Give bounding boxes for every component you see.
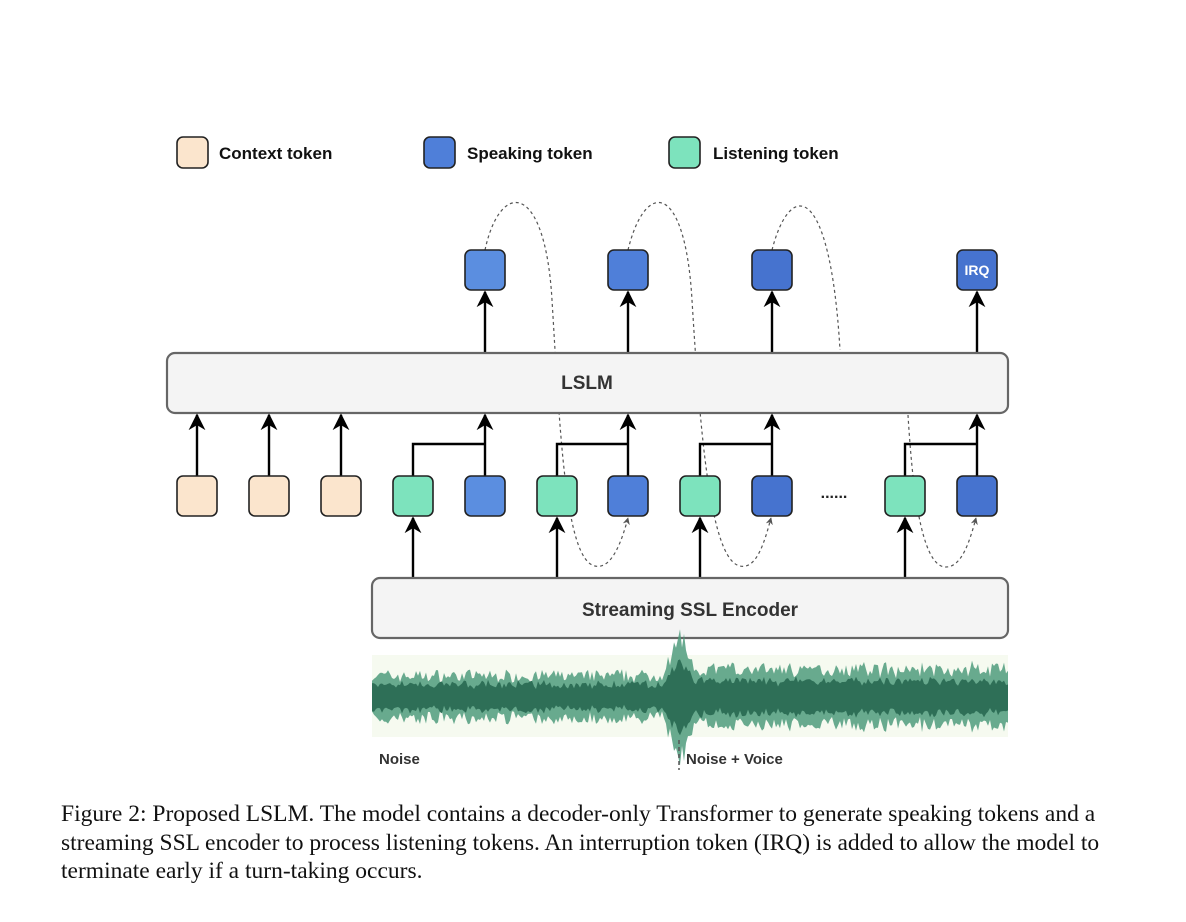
output-irq-token [956,249,998,291]
feedback-curve-2 [627,201,773,567]
irq-label: IRQ [965,262,990,278]
context-token-1 [176,475,218,517]
ellipsis: ...... [821,485,848,502]
lslm-box [165,351,1010,415]
legend-speaking-label: Speaking token [467,144,593,163]
merge-connector-2 [555,442,628,476]
input-tokens: ...... [176,475,998,517]
lslm-block: LSLM [165,351,1010,415]
encoder-arrows [404,516,914,578]
context-token-3 [320,475,362,517]
legend-context-label: Context token [219,144,332,163]
noise-voice-label: Noise + Voice [686,751,783,768]
output-speaking-token-2 [607,249,649,291]
legend-listening-swatch [668,136,701,169]
speaking-token-2 [607,475,649,517]
lslm-diagram: Context token Speaking token Listening t… [165,136,1010,770]
listening-token-4 [884,475,926,517]
feedback-curves [484,201,978,568]
legend-speaking-swatch [423,136,456,169]
speaking-token-3 [751,475,793,517]
context-token-2 [248,475,290,517]
figure-caption: Figure 2: Proposed LSLM. The model conta… [61,801,1100,884]
merge-connector-3 [698,442,772,476]
output-speaking-token-3 [751,249,793,291]
legend: Context token Speaking token Listening t… [176,136,839,169]
encoder-label: Streaming SSL Encoder [582,600,799,621]
listening-token-2 [536,475,578,517]
listening-token-3 [679,475,721,517]
merge-connector-1 [411,442,485,476]
lslm-label: LSLM [561,373,613,394]
feedback-curve-3 [771,205,841,351]
speaking-token-1 [464,475,506,517]
output-speaking-token-1 [464,249,506,291]
listening-token-1 [392,475,434,517]
waveform-envelope-inner [372,659,1008,736]
merge-connector-4 [903,442,977,476]
output-arrows [476,290,986,352]
legend-listening-label: Listening token [713,144,839,163]
encoder-block: Streaming SSL Encoder [370,576,1010,640]
speaking-token-4 [956,475,998,517]
legend-context-swatch [176,136,209,169]
encoder-box [370,576,1010,640]
output-tokens: IRQ [464,249,998,291]
waveform: Noise Noise + Voice [372,629,1008,770]
feedback-curve-1 [484,201,630,567]
input-arrows [188,413,986,476]
noise-label: Noise [379,751,420,768]
